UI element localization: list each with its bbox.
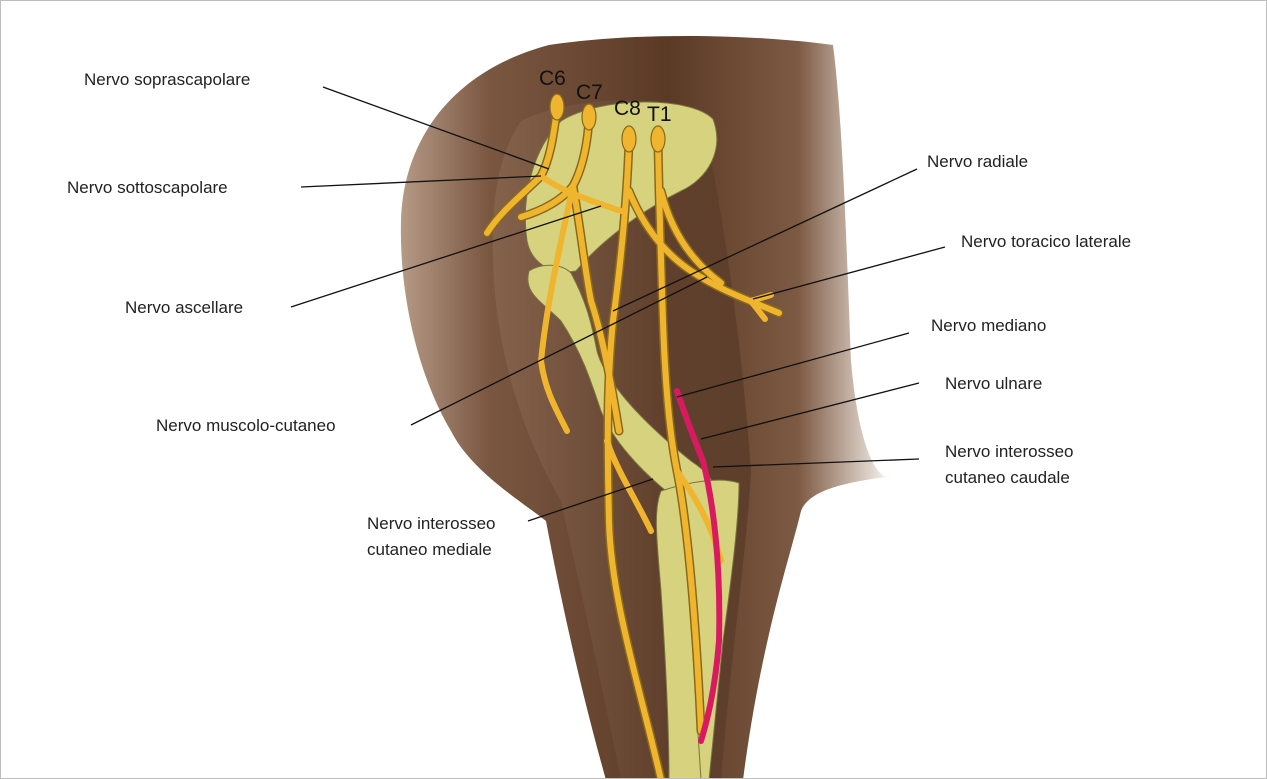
label-nervo-ascellare: Nervo ascellare: [125, 298, 243, 317]
label-nervo-mediano: Nervo mediano: [931, 316, 1046, 335]
root-label-t1: T1: [647, 103, 672, 126]
label-nervo-interosseo-caudale-line2: cutaneo caudale: [945, 468, 1070, 487]
label-nervo-interosseo-mediale-line2: cutaneo mediale: [367, 540, 492, 559]
root-label-c6: C6: [539, 67, 566, 90]
label-nervo-ulnare: Nervo ulnare: [945, 374, 1042, 393]
root-label-c7: C7: [576, 81, 603, 104]
label-nervo-muscolo-cutaneo: Nervo muscolo-cutaneo: [156, 416, 336, 435]
label-nervo-soprascapolare: Nervo soprascapolare: [84, 70, 250, 89]
label-nervo-radiale: Nervo radiale: [927, 152, 1028, 171]
label-nervo-interosseo-mediale-line1: Nervo interosseo: [367, 514, 496, 533]
label-nervo-toracico-laterale: Nervo toracico laterale: [961, 232, 1131, 251]
root-label-c8: C8: [614, 97, 641, 120]
label-nervo-sottoscapolare: Nervo sottoscapolare: [67, 178, 228, 197]
label-nervo-interosseo-caudale-line1: Nervo interosseo: [945, 442, 1074, 461]
